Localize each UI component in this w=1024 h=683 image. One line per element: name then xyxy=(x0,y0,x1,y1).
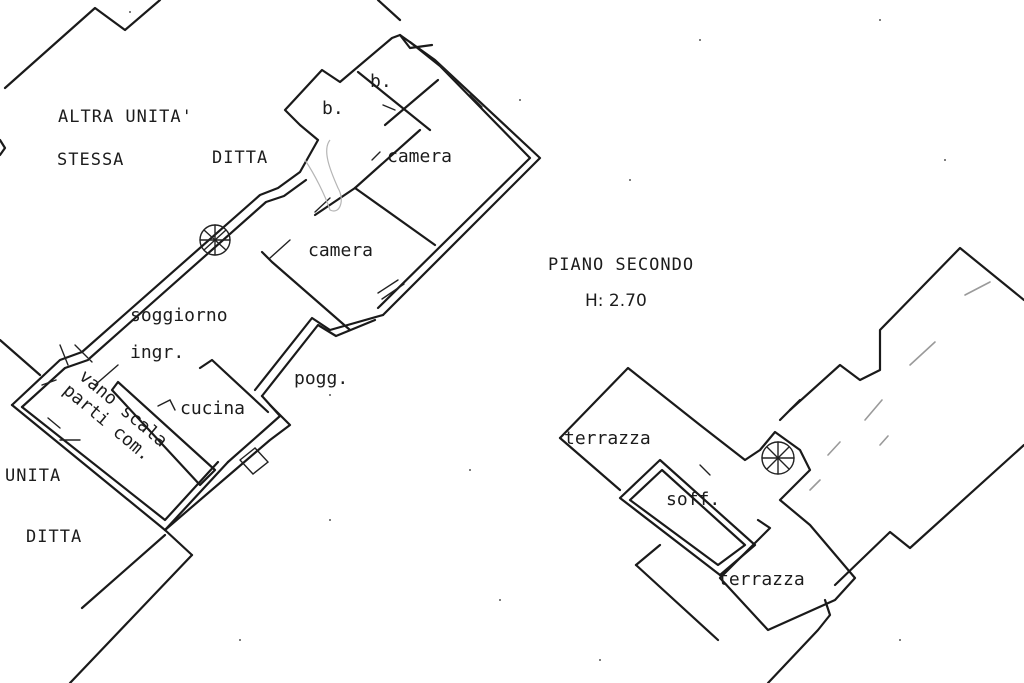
room-label-balcony: pogg. xyxy=(294,368,348,389)
room-label-bedroom-2: camera xyxy=(308,240,373,261)
spiral-stair-icon xyxy=(199,224,231,256)
labels: ALTRA UNITA' STESSA DITTA b. b. camera c… xyxy=(5,71,805,590)
level-title: PIANO SECONDO xyxy=(548,255,694,275)
room-label-living: soggiorno xyxy=(130,305,228,326)
room-label-bath-1: b. xyxy=(370,71,392,92)
room-label-kitchen: cucina xyxy=(180,398,245,419)
neighbor-outline-bottom xyxy=(0,338,194,683)
room-label-bedroom-1: camera xyxy=(387,146,452,167)
faint-dashes xyxy=(809,281,991,491)
room-label-terrace-2: terrazza xyxy=(718,569,805,590)
apartment-outer-walls xyxy=(80,33,542,532)
room-label-attic: soff. xyxy=(666,489,720,510)
upper-level-outline xyxy=(558,246,1024,683)
level-height: H: 2.70 xyxy=(585,291,647,311)
room-label-terrace-1: terrazza xyxy=(564,428,651,449)
neighbor-label-bottom-line1: UNITA xyxy=(5,466,61,486)
room-label-entrance: ingr. xyxy=(130,342,184,363)
neighbor-label-line1: ALTRA UNITA' xyxy=(58,107,193,127)
neighbor-label-bottom-line2: DITTA xyxy=(26,527,82,547)
neighbor-label-line3: DITTA xyxy=(212,148,268,168)
paper-speckles xyxy=(129,11,946,661)
neighbor-label-line2: STESSA xyxy=(57,150,124,170)
neighbor-outline-top xyxy=(0,0,402,157)
interior-partitions xyxy=(94,70,440,414)
spiral-stair-icon-upper xyxy=(761,441,795,475)
room-label-bath-2: b. xyxy=(322,98,344,119)
pencil-marks xyxy=(304,139,342,212)
